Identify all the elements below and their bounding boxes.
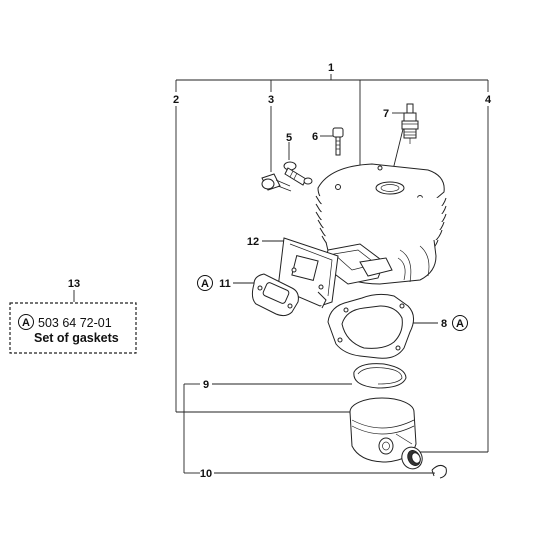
callout-12: 12	[247, 236, 259, 248]
piston	[349, 397, 417, 463]
cylinder	[315, 163, 447, 285]
callout-labels: 1 2 3 4 5 6 7 8 9 10 11 12 13	[68, 62, 492, 480]
callout-11: 11	[219, 278, 231, 290]
spark-plug	[401, 103, 419, 144]
kit-marker-item-11: A	[197, 275, 213, 291]
callout-2: 2	[173, 94, 179, 106]
piston-ring	[353, 363, 407, 389]
cylinder-screw	[332, 127, 344, 156]
gasket-kit-box: A 503 64 72-01 Set of gaskets	[9, 302, 137, 354]
callout-lines	[73, 74, 489, 474]
kit-description: Set of gaskets	[34, 331, 119, 345]
callout-7: 7	[383, 108, 389, 120]
callout-1: 1	[328, 62, 334, 74]
callout-4: 4	[485, 94, 492, 106]
decompression-valve	[283, 161, 313, 186]
callout-3: 3	[268, 94, 274, 106]
kit-marker-letter: A	[22, 317, 30, 329]
kit-marker-letter: A	[456, 318, 464, 330]
callout-5: 5	[286, 132, 292, 144]
circlip	[431, 464, 447, 479]
cylinder-plug	[261, 173, 292, 192]
callout-9: 9	[203, 379, 209, 391]
intake-gasket	[251, 273, 299, 317]
callout-13: 13	[68, 278, 80, 290]
kit-marker-letter: A	[201, 278, 209, 290]
kit-part-number: 503 64 72-01	[38, 316, 112, 330]
cylinder-base-gasket	[327, 293, 414, 359]
callout-8: 8	[441, 318, 447, 330]
kit-marker-item-8: A	[452, 315, 468, 331]
callout-10: 10	[200, 468, 212, 480]
needle-bearing	[401, 446, 423, 470]
callout-6: 6	[312, 131, 318, 143]
